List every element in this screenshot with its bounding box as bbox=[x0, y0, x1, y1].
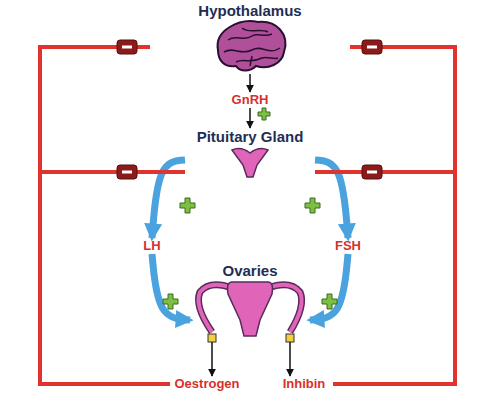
uterus-illustration bbox=[199, 282, 302, 342]
inhibit-symbol bbox=[362, 165, 382, 179]
brain-illustration bbox=[218, 21, 286, 70]
gland-node: Hypothalamus bbox=[150, 2, 350, 74]
uterus-body bbox=[228, 282, 273, 336]
node-label: Hypothalamus bbox=[150, 2, 350, 19]
stimulus-arrow bbox=[211, 342, 213, 376]
hormone-node: Inhibin bbox=[275, 376, 333, 392]
stimulate-symbol bbox=[258, 108, 270, 120]
node-label: Inhibin bbox=[275, 376, 333, 392]
brain-gyrus bbox=[228, 34, 272, 40]
node-label: FSH bbox=[330, 238, 366, 254]
feedback-line bbox=[315, 172, 455, 384]
stimulate-symbol bbox=[305, 198, 320, 213]
hormone-node: GnRH bbox=[220, 92, 280, 108]
stimulate-symbol bbox=[163, 294, 178, 309]
node-label: LH bbox=[137, 238, 167, 254]
node-label: Oestrogen bbox=[170, 376, 244, 392]
stimulate-symbol bbox=[180, 198, 195, 213]
hormone-node: Oestrogen bbox=[170, 376, 244, 392]
stimulus-arrow bbox=[249, 74, 251, 92]
organ-node: Ovaries bbox=[190, 262, 310, 342]
feedback-line bbox=[40, 47, 170, 384]
stimulus-arrow bbox=[249, 108, 251, 128]
node-label: GnRH bbox=[220, 92, 280, 108]
feedback-line bbox=[333, 47, 455, 384]
hormone-node: FSH bbox=[330, 238, 366, 254]
brain-gyrus bbox=[224, 48, 280, 52]
node-label: Pituitary Gland bbox=[185, 128, 315, 145]
stimulus-arrow bbox=[152, 254, 190, 320]
gland-node: Pituitary Gland bbox=[185, 128, 315, 180]
brain-outline bbox=[218, 21, 286, 70]
stimulus-arrow bbox=[315, 160, 348, 238]
stimulus-arrow bbox=[289, 342, 291, 376]
ovary-marker bbox=[286, 334, 294, 342]
pituitary-illustration bbox=[232, 149, 268, 177]
hormone-node: LH bbox=[137, 238, 167, 254]
node-label: Ovaries bbox=[190, 262, 310, 279]
brain-gyrus bbox=[236, 57, 278, 62]
feedback-line bbox=[40, 172, 185, 384]
stimulus-arrow bbox=[310, 254, 348, 320]
stimulus-arrow bbox=[152, 160, 185, 238]
brain-gyrus bbox=[242, 28, 268, 32]
ovary-marker bbox=[208, 334, 216, 342]
stimulate-symbol bbox=[322, 294, 337, 309]
inhibit-symbol bbox=[117, 40, 137, 54]
brain-gyrus bbox=[250, 56, 252, 66]
inhibit-symbol bbox=[362, 40, 382, 54]
inhibit-symbol bbox=[117, 165, 137, 179]
